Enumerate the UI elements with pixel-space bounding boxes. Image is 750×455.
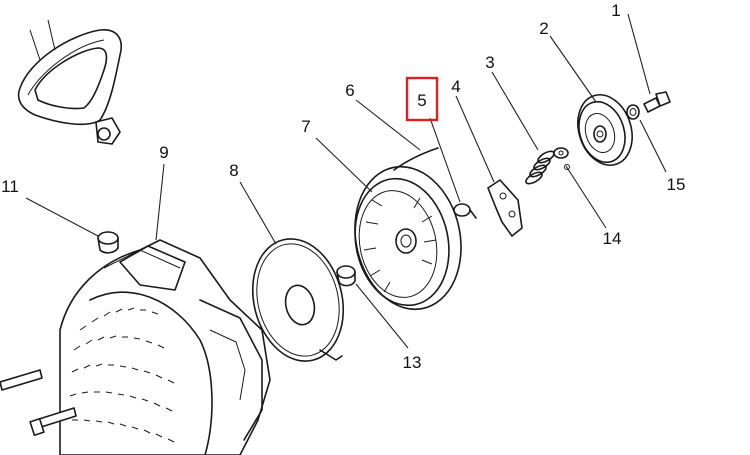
bolt-drawing (643, 91, 671, 113)
ratchet-disk-drawing (577, 94, 633, 166)
starter-handle-drawing (17, 19, 122, 145)
part-label-11: 11 (1, 177, 19, 196)
coil-spring-drawing (525, 150, 555, 185)
part-label-3: 3 (485, 53, 494, 72)
part-label-14: 14 (603, 229, 622, 248)
recoil-housing-drawing (59, 239, 271, 455)
bushing-drawing (336, 265, 356, 287)
part-label-7: 7 (301, 117, 310, 136)
leader-lines (25, 13, 667, 349)
spring-plate-drawing (251, 238, 345, 362)
mounting-bolts-drawing (0, 369, 77, 437)
part-label-8: 8 (229, 161, 238, 180)
part-label-1: 1 (611, 1, 620, 20)
part-label-9: 9 (159, 143, 168, 162)
washer-15-drawing (626, 104, 640, 120)
part-number-labels: 1 2 3 4 5 6 7 8 9 11 13 14 15 (1, 1, 685, 372)
rope-line-drawing (393, 147, 439, 171)
part-label-6: 6 (345, 81, 354, 100)
part-label-5: 5 (417, 91, 426, 110)
part-label-4: 4 (451, 77, 460, 96)
spring-5-drawing (453, 203, 477, 219)
part-label-15: 15 (667, 175, 686, 194)
part-5-highlight-box (405, 76, 439, 122)
part-label-13: 13 (403, 353, 422, 372)
pulley-drawing (354, 165, 462, 311)
cap-part-drawing (97, 231, 119, 254)
small-washer-drawing (553, 147, 570, 170)
pawl-drawing (487, 179, 523, 237)
part-label-2: 2 (539, 19, 548, 38)
